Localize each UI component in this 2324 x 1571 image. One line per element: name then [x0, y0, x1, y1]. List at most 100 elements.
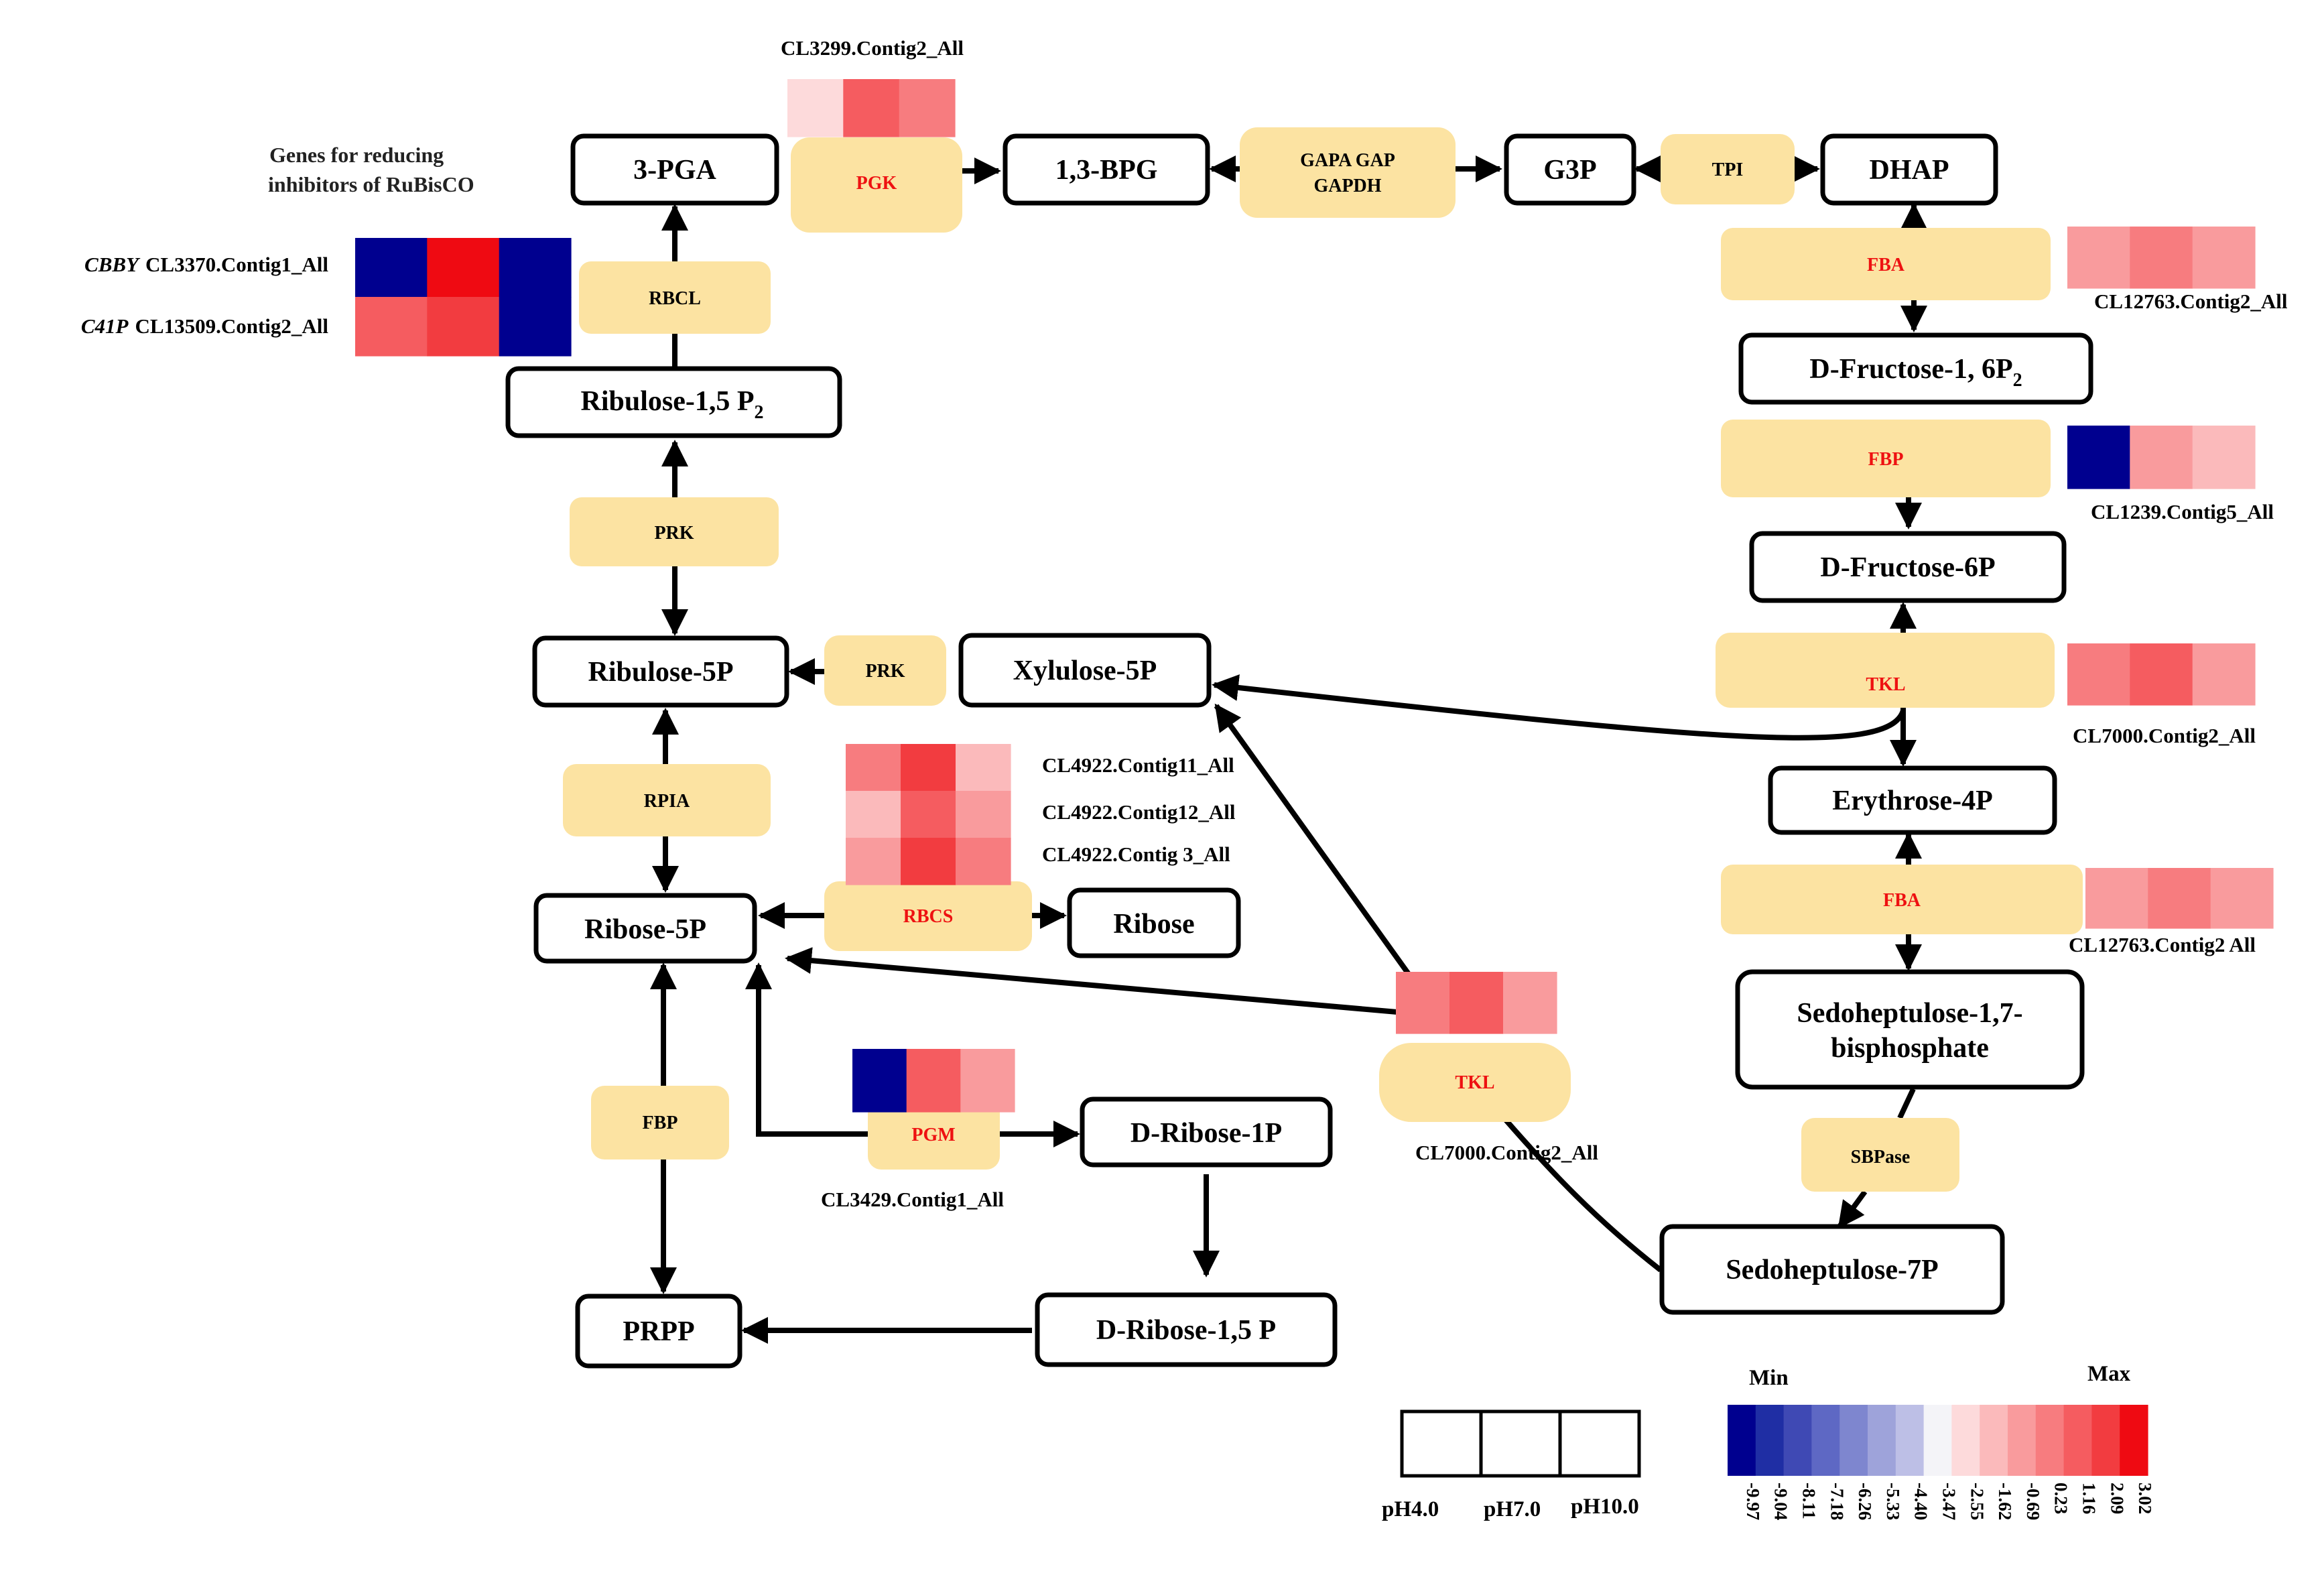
gene-label-cbby-name: CBBY — [84, 253, 141, 276]
sample-legend: pH4.0 pH7.0 pH10.0 — [1382, 1409, 1641, 1521]
heatmap-cell — [901, 838, 956, 885]
heatmap-cell — [846, 744, 901, 792]
color-scale-swatch — [1868, 1405, 1896, 1476]
heatmap-cell — [427, 238, 500, 298]
heatmap-rbcl — [355, 238, 572, 357]
color-scale-tick-label: -5.33 — [1883, 1483, 1903, 1520]
heatmap-cell — [2067, 227, 2130, 289]
heatmap-cell — [899, 79, 956, 137]
color-scale-swatch — [1895, 1405, 1925, 1476]
color-scale-tick-label: -9.04 — [1771, 1483, 1791, 1520]
enzyme-label-gapa-line2: GAPDH — [1313, 176, 1381, 196]
note-line-2: inhibitors of RuBisCO — [268, 172, 474, 196]
gene-label-cl7000-right: CL7000.Contig2_All — [2073, 724, 2256, 747]
sample-legend-cell-ph4 — [1400, 1409, 1483, 1478]
label-ribose-1p: D-Ribose-1P — [1131, 1118, 1282, 1149]
metabolite-boxes — [505, 133, 2093, 1369]
heatmap-cell — [355, 238, 428, 298]
label-rubp-main: Ribulose-1,5 P — [580, 386, 754, 417]
enzyme-sbpase — [1801, 1118, 1959, 1192]
enzyme-tkl-mid — [1379, 1043, 1571, 1122]
box-erythrose-4p — [1768, 765, 2057, 835]
arrow-sbp-to-sbpase — [1897, 1088, 1916, 1119]
gene-label-cl3299: CL3299.Contig2_All — [781, 36, 964, 60]
enzyme-label-tkl-right: TKL — [1866, 674, 1905, 695]
label-prpp: PRPP — [623, 1316, 694, 1347]
enzyme-pgm — [868, 1099, 1000, 1170]
box-rubp — [505, 366, 842, 438]
label-fructose-16p2: D-Fructose-1, 6P2 — [1809, 354, 2022, 391]
sample-legend-cell-ph7 — [1479, 1409, 1562, 1478]
color-scale-tick-label: -6.26 — [1855, 1483, 1875, 1520]
label-g3p: G3P — [1543, 155, 1596, 186]
heatmap-cell — [2192, 426, 2256, 489]
label-ribulose-5p: Ribulose-5P — [588, 657, 733, 688]
sample-legend-label-ph7: pH7.0 — [1484, 1497, 1541, 1521]
color-scale-tick-label: -2.55 — [1967, 1483, 1987, 1520]
label-fructose-6p: D-Fructose-6P — [1820, 552, 1995, 583]
heatmap-cl12763-top — [2067, 227, 2256, 289]
enzyme-prk-horiz — [824, 635, 946, 706]
label-ribose: Ribose — [1113, 909, 1194, 940]
color-scale-swatch — [2120, 1405, 2148, 1476]
gene-label-cl4922-11: CL4922.Contig11_All — [1042, 753, 1234, 777]
label-dhap: DHAP — [1870, 155, 1949, 186]
heatmap-cell — [846, 838, 901, 885]
color-scale-swatch — [2035, 1405, 2065, 1476]
enzyme-fbp-left — [591, 1086, 729, 1159]
box-prpp — [575, 1294, 743, 1369]
box-fructose-6p — [1749, 531, 2067, 603]
sample-legend-label-ph4: pH4.0 — [1382, 1497, 1439, 1521]
enzyme-pills — [563, 127, 2083, 1192]
box-xylulose-5p — [958, 633, 1212, 708]
box-s7p — [1659, 1224, 2005, 1315]
color-scale-swatch — [2008, 1405, 2037, 1476]
gene-label-c41p-name: C41P — [81, 314, 129, 338]
enzyme-labels: PGK GAPA GAP GAPDH TPI FBA RBCL FBP PRK … — [643, 150, 1921, 1168]
color-scale-min-label: Min — [1749, 1366, 1789, 1390]
box-ribulose-5p — [532, 635, 789, 708]
rubisco-note: Genes for reducing inhibitors of RuBisCO — [268, 143, 474, 196]
heatmap-cell — [499, 238, 572, 298]
color-scale-tick-label: -0.69 — [2023, 1483, 2043, 1520]
arrow-tkl-to-xu5p — [1214, 703, 1419, 987]
box-fructose-16p2 — [1738, 332, 2093, 405]
heatmap-cl1239 — [2067, 426, 2256, 489]
sample-legend-cell-ph10 — [1558, 1409, 1641, 1478]
heatmap-cl12763-bottom — [2085, 868, 2274, 929]
color-scale-tick-label: -9.97 — [1743, 1483, 1763, 1520]
label-3pga: 3-PGA — [633, 155, 716, 186]
arrow-tkl-curve-to-xu5p — [1212, 674, 1906, 741]
box-13bpg — [1003, 133, 1210, 206]
color-scale-tick-label: 3.02 — [2135, 1483, 2155, 1514]
gene-label-cl12763-bottom: CL12763.Contig2 All — [2069, 933, 2256, 956]
note-line-1: Genes for reducing — [269, 143, 444, 167]
color-scale-swatch — [1783, 1405, 1812, 1476]
gene-label-c41p-id: CL13509.Contig2_All — [135, 314, 329, 338]
color-scale-tick-label: -8.11 — [1799, 1483, 1819, 1519]
color-scale-swatch — [1980, 1405, 2008, 1476]
box-sbp — [1735, 969, 2085, 1090]
heatmap-cell — [846, 791, 901, 838]
heatmap-cl4922 — [846, 744, 1011, 885]
enzyme-rbcs — [824, 881, 1032, 951]
enzyme-rbcl — [579, 261, 771, 334]
heatmap-cl3429 — [852, 1049, 1015, 1113]
heatmap-cell — [2130, 426, 2193, 489]
color-scale-tick-label: 1.16 — [2079, 1483, 2100, 1514]
enzyme-label-rpia: RPIA — [644, 791, 690, 812]
color-scale-swatch — [1755, 1405, 1785, 1476]
heatmap-cell — [852, 1049, 907, 1113]
gene-label-cl7000-mid: CL7000.Contig2_All — [1415, 1141, 1598, 1164]
heatmap-cell — [956, 838, 1011, 885]
heatmap-cell — [2067, 426, 2130, 489]
label-sbp-line2: bisphosphate — [1831, 1033, 1989, 1064]
box-ribose-5p — [533, 893, 757, 964]
enzyme-label-tkl-mid: TKL — [1455, 1072, 1494, 1093]
heatmap-cell — [843, 79, 900, 137]
heatmap-cell — [2085, 868, 2148, 929]
enzyme-label-tpi: TPI — [1712, 160, 1744, 180]
color-scale-tick-label: 0.23 — [2051, 1483, 2071, 1514]
enzyme-label-fbp-right: FBP — [1868, 449, 1904, 470]
heatmap-cell — [960, 1049, 1015, 1113]
